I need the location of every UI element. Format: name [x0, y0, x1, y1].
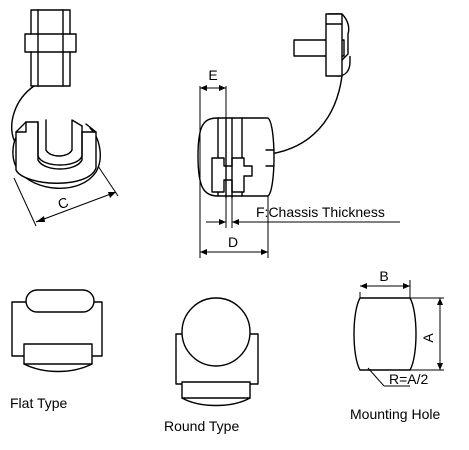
dimension-a-label: A: [420, 333, 436, 343]
flat-type-figure: [11, 289, 103, 373]
dimension-e-label: E: [208, 67, 217, 83]
radius-label: R=A/2: [389, 371, 429, 387]
mounting-hole-label: Mounting Hole: [350, 406, 440, 422]
dimension-c-label: C: [56, 194, 71, 212]
side-view-mounted: [197, 13, 400, 258]
dimension-b-label: B: [379, 268, 388, 284]
round-type-label: Round Type: [164, 418, 239, 434]
round-type-figure: [175, 297, 259, 407]
chassis-thickness-label: F:Chassis Thickness: [256, 204, 385, 220]
dimension-d-label: D: [228, 234, 238, 250]
flat-type-label: Flat Type: [10, 395, 68, 411]
mounting-hole-figure: [353, 280, 444, 387]
clamp-open-view: [11, 9, 119, 227]
